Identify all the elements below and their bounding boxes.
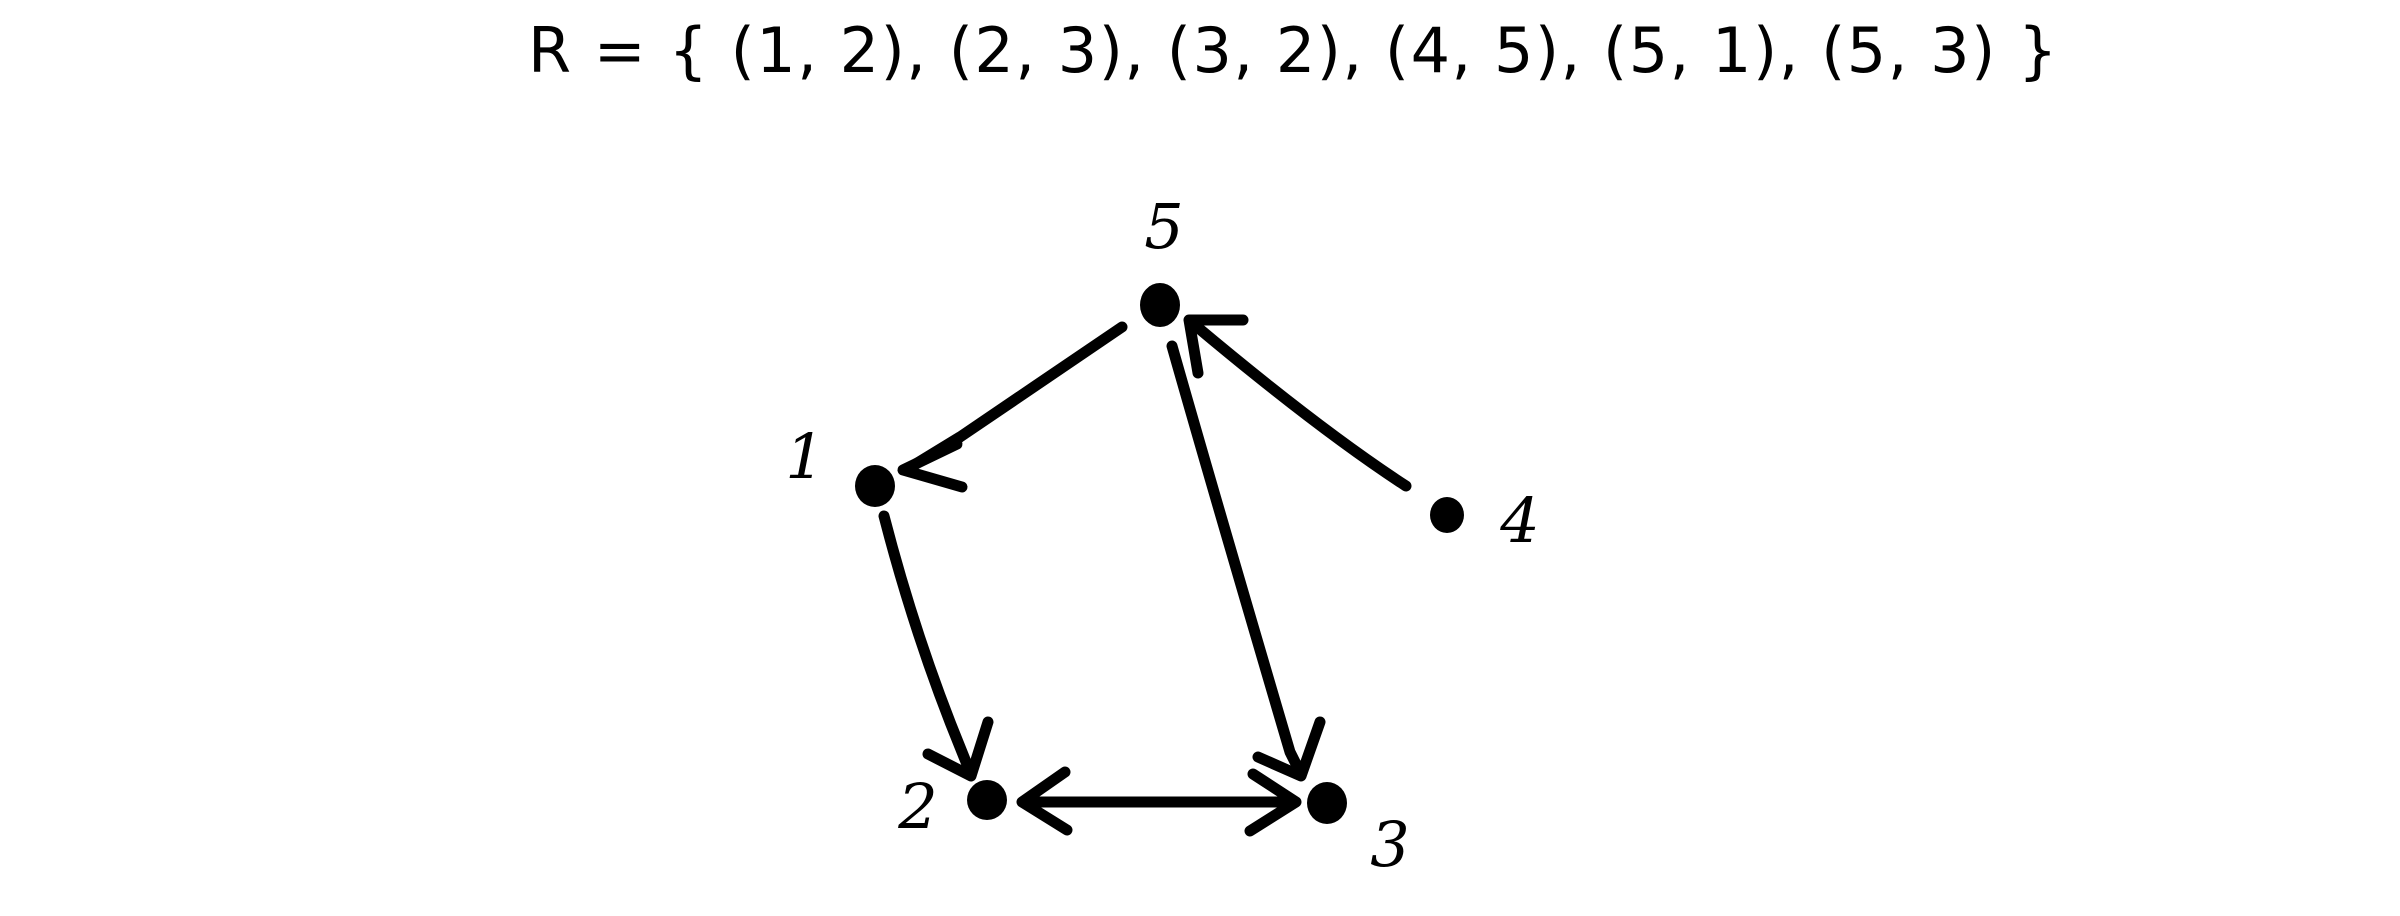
node-5-dot[interactable] <box>1140 283 1180 327</box>
node-1-dot[interactable] <box>855 465 895 507</box>
node-4-dot[interactable] <box>1430 497 1464 533</box>
node-2[interactable]: 2 <box>897 770 1007 843</box>
node-3-dot[interactable] <box>1307 782 1347 824</box>
node-3-label: 3 <box>1370 808 1409 881</box>
edge-2-to-3-bidirectional <box>1016 766 1302 837</box>
edge-4-to-5 <box>1183 314 1412 492</box>
node-3[interactable]: 3 <box>1307 782 1410 881</box>
node-4[interactable]: 4 <box>1430 484 1540 557</box>
node-2-dot[interactable] <box>967 780 1007 820</box>
edge-5-to-1 <box>897 321 1128 493</box>
node-2-label: 2 <box>897 770 937 843</box>
node-1-label: 1 <box>785 420 824 493</box>
edge-5-to-3 <box>1166 340 1326 782</box>
node-4-label: 4 <box>1499 484 1539 557</box>
relation-title: R = { (1, 2), (2, 3), (3, 2), (4, 5), (5… <box>528 14 2059 87</box>
node-5-label: 5 <box>1144 190 1183 263</box>
edge-1-to-2 <box>878 510 994 782</box>
node-1[interactable]: 1 <box>785 420 895 507</box>
node-5[interactable]: 5 <box>1140 190 1184 327</box>
